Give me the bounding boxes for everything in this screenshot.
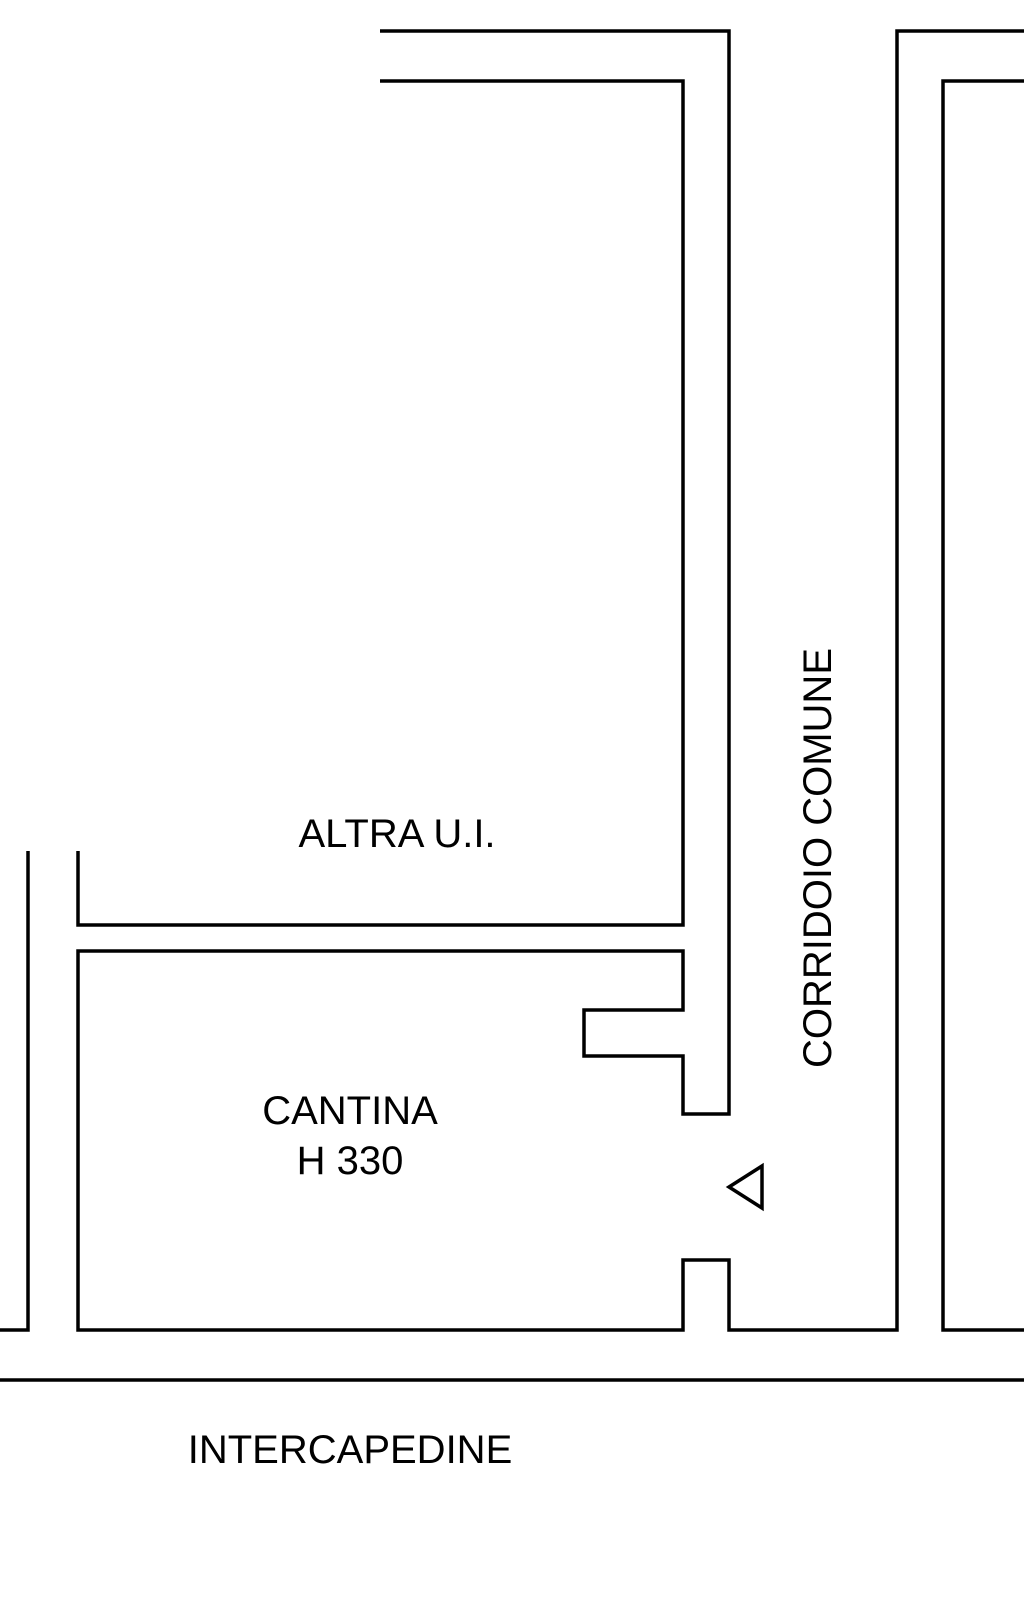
entrance-triangle-icon bbox=[725, 1162, 764, 1212]
corridoio-comune-label: CORRIDOIO COMUNE bbox=[796, 648, 840, 1068]
corridor-left-outer-wall bbox=[76, 29, 1024, 1332]
altra-ui-inner-wall bbox=[76, 79, 685, 927]
intercapedine-label: INTERCAPEDINE bbox=[188, 1428, 513, 1472]
cantina-label: CANTINA bbox=[262, 1089, 438, 1133]
right-adjacent-wall bbox=[941, 79, 1024, 1332]
cantina-height-label: H 330 bbox=[297, 1139, 404, 1183]
left-adjacent-wall bbox=[0, 851, 30, 1332]
altra-ui-label: ALTRA U.I. bbox=[298, 812, 495, 856]
